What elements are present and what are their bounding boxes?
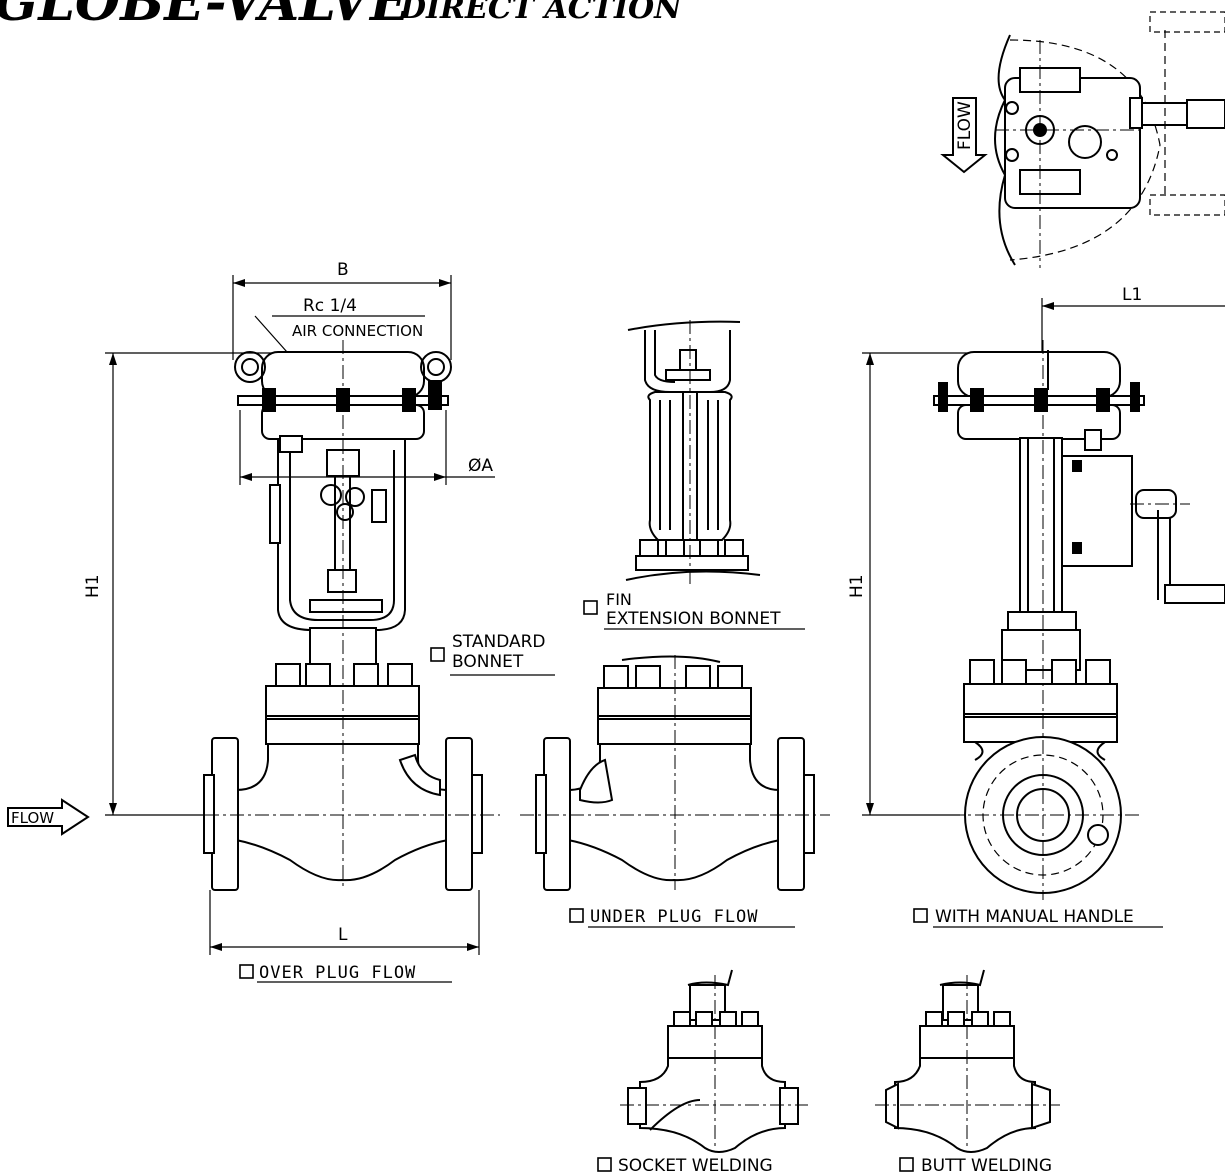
rc-label: Rc 1/4 (303, 296, 357, 316)
dim-l1-label: L1 (1122, 285, 1142, 305)
checkbox-with-manual-handle[interactable] (913, 908, 928, 923)
option-with-manual-handle[interactable]: WITH MANUAL HANDLE (913, 907, 1163, 928)
option-butt-welding[interactable]: BUTT WELDING (899, 1156, 1052, 1176)
checkbox-under-plug-flow[interactable] (569, 908, 584, 923)
checkbox-over-plug-flow[interactable] (239, 964, 254, 979)
option-fin-bonnet[interactable]: FIN EXTENSION BONNET (583, 590, 805, 630)
main-valve (180, 340, 500, 891)
flow-arrow-left-icon (7, 798, 90, 836)
label-socket-welding: SOCKET WELDING (618, 1156, 773, 1176)
label-butt-welding: BUTT WELDING (921, 1156, 1052, 1176)
option-socket-welding[interactable]: SOCKET WELDING (597, 1156, 773, 1176)
label-standard-bonnet-2: BONNET (452, 652, 524, 672)
option-standard-bonnet[interactable]: STANDARD BONNET (430, 632, 555, 676)
under-plug-valve (520, 655, 830, 891)
manual-handle-valve (933, 340, 1225, 900)
label-under-plug-flow: UNDER PLUG FLOW (590, 907, 759, 927)
label-fin-bonnet-2: EXTENSION BONNET (606, 609, 781, 629)
dimension-phi-a: ØA (239, 410, 495, 485)
dimension-b: B (232, 260, 452, 360)
label-over-plug-flow: OVER PLUG FLOW (259, 963, 416, 983)
air-connection-label: AIR CONNECTION (292, 322, 423, 340)
butt-welding-valve (875, 969, 1060, 1153)
option-under-plug-flow[interactable]: UNDER PLUG FLOW (569, 907, 795, 928)
flow-arrow-top-icon (940, 97, 988, 174)
dim-b-label: B (337, 260, 349, 280)
checkbox-standard-bonnet[interactable] (430, 647, 445, 662)
dim-h1-left-label: H1 (83, 574, 103, 598)
checkbox-butt-welding[interactable] (899, 1157, 914, 1172)
flow-label-side: FLOW (11, 809, 54, 827)
dim-phi-a-label: ØA (468, 456, 493, 476)
label-with-manual-handle: WITH MANUAL HANDLE (935, 907, 1134, 927)
title-main: GLOBE-VALVE (0, 0, 411, 33)
checkbox-fin-bonnet[interactable] (583, 600, 598, 615)
fin-bonnet-view (625, 320, 761, 585)
dim-h1-right-label: H1 (847, 574, 867, 598)
dimension-h1-left: H1 (83, 352, 300, 816)
dim-l-label: L (338, 925, 348, 945)
plan-view: FLOW (940, 11, 1225, 268)
dimension-l: L (209, 890, 480, 955)
title-sub: DIRECT ACTION (399, 0, 683, 26)
flow-label-top: FLOW (955, 101, 975, 150)
option-over-plug-flow[interactable]: OVER PLUG FLOW (239, 963, 452, 983)
label-fin-bonnet-1: FIN (606, 590, 632, 609)
checkbox-socket-welding[interactable] (597, 1157, 612, 1172)
socket-welding-valve (620, 969, 808, 1153)
label-standard-bonnet-1: STANDARD (452, 632, 546, 652)
